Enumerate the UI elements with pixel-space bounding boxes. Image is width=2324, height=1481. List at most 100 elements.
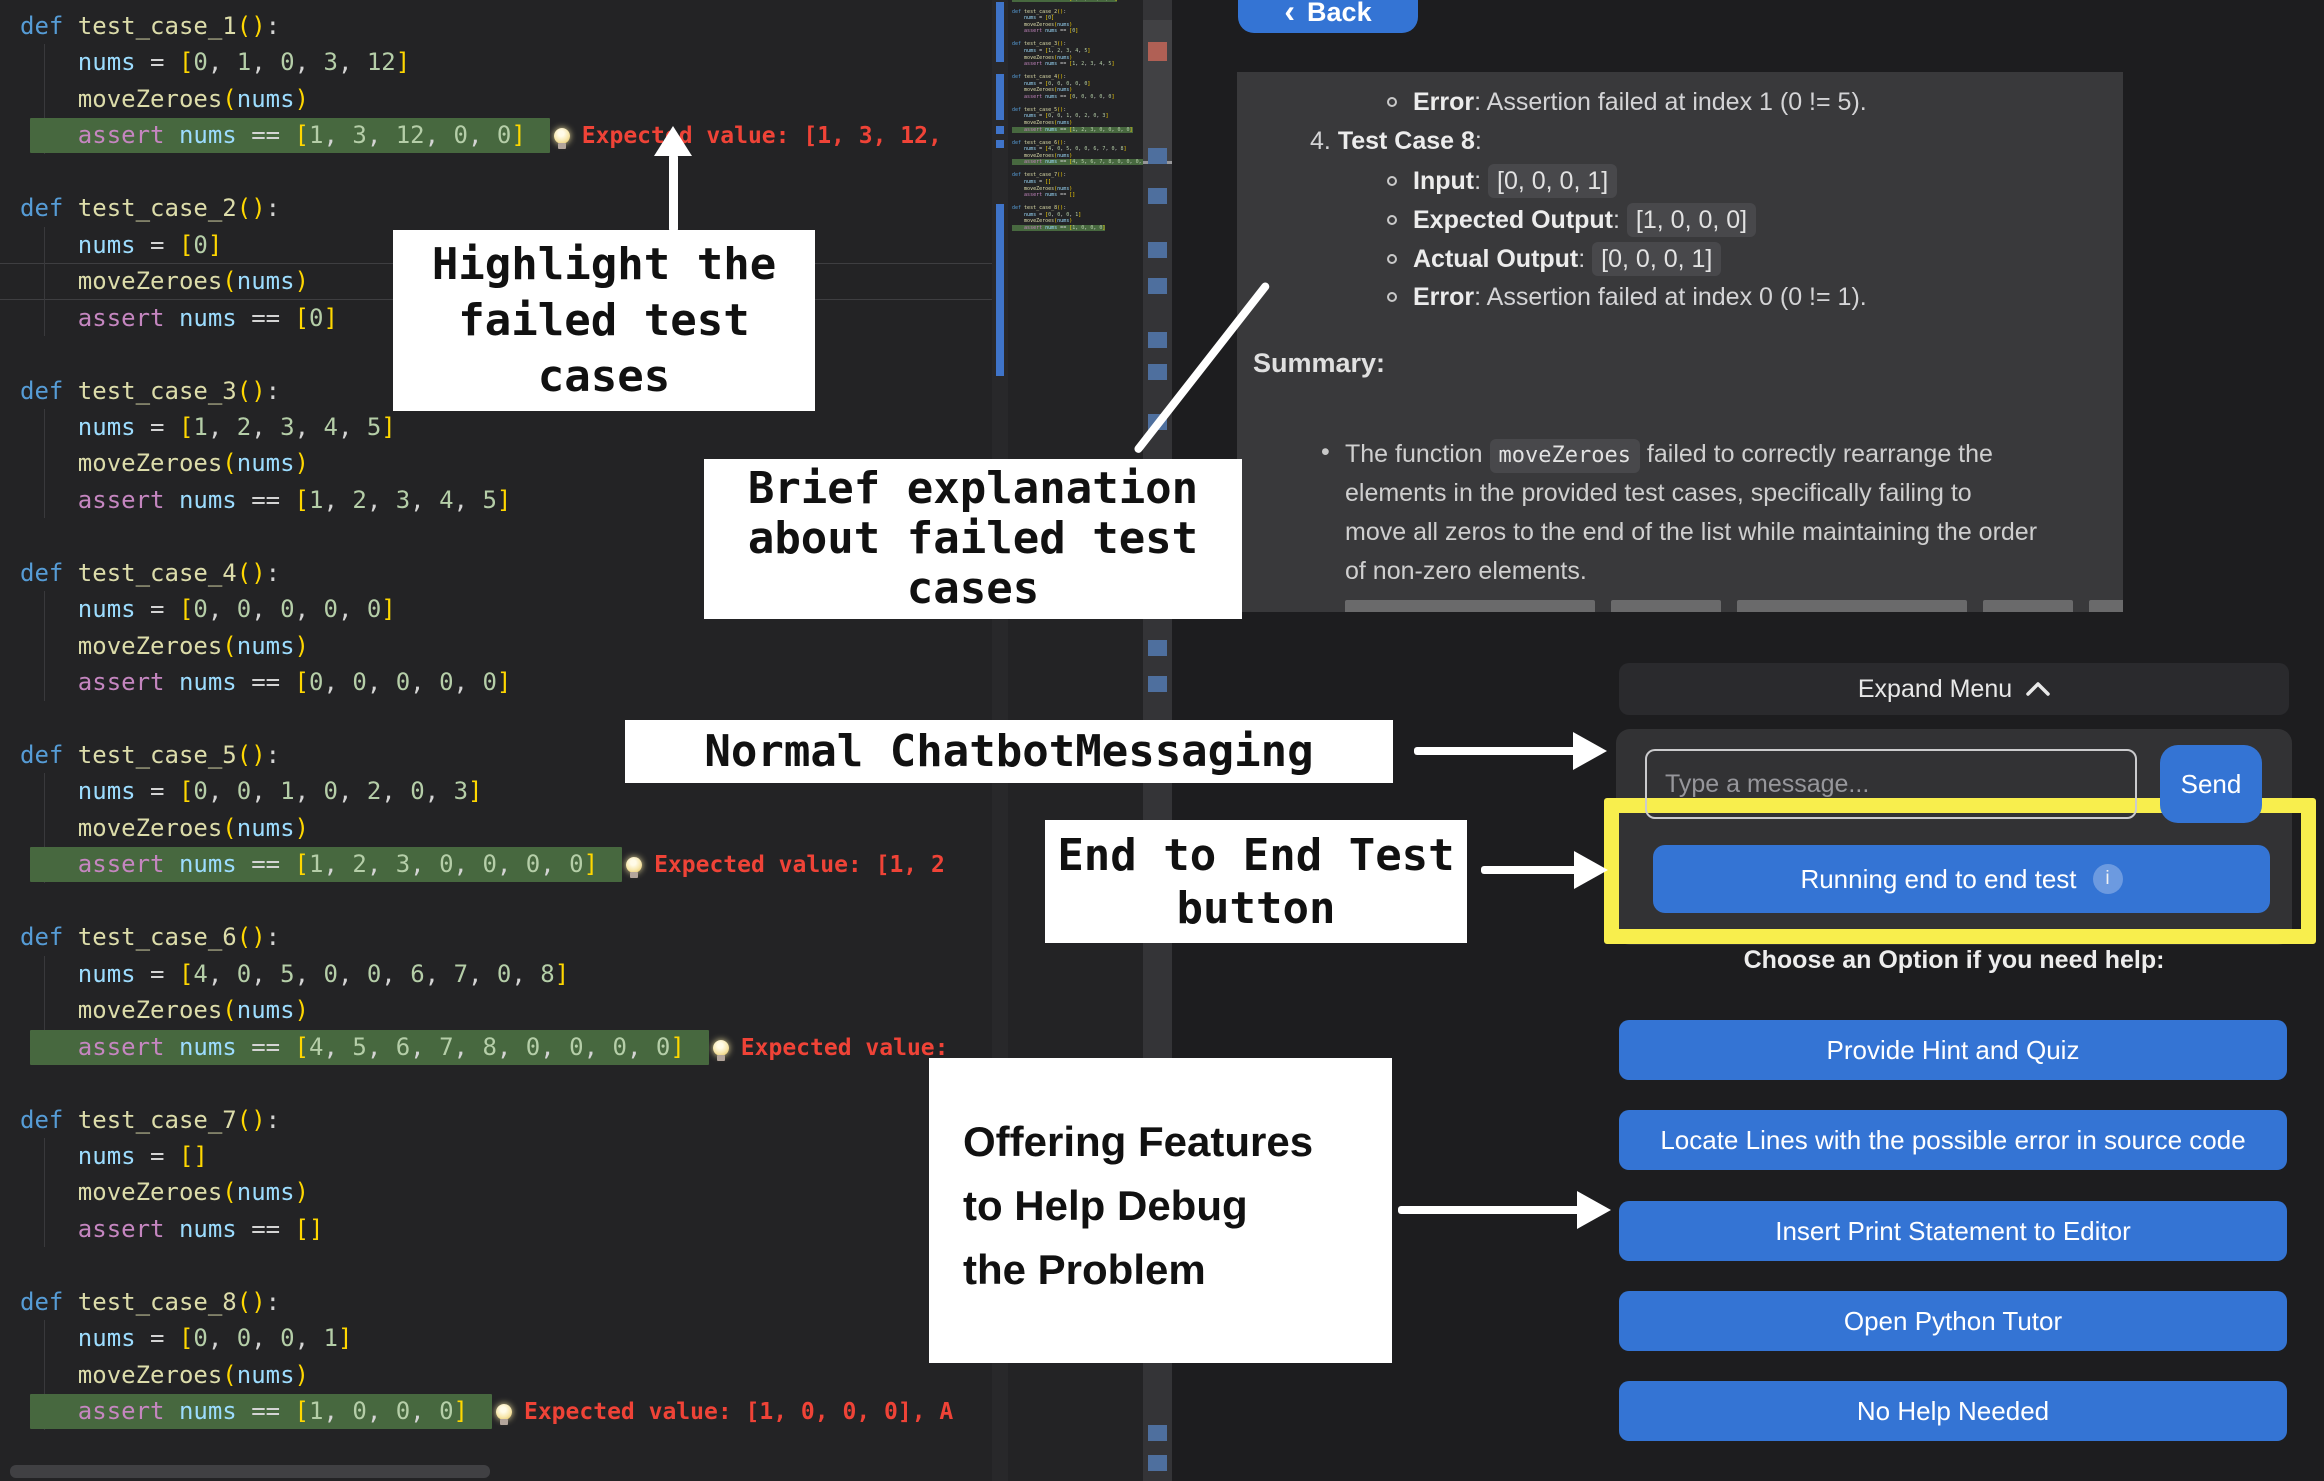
scrollbar-change-marker bbox=[1148, 278, 1167, 294]
code-line: moveZeroes(nums) bbox=[77, 449, 309, 478]
chat-message-input[interactable] bbox=[1645, 749, 2137, 819]
change-marker bbox=[996, 126, 1004, 134]
code-line: moveZeroes(nums) bbox=[77, 1360, 309, 1389]
help-option-button[interactable]: Open Python Tutor bbox=[1619, 1291, 2287, 1351]
code-line: nums = [0, 0, 0, 1] bbox=[77, 1324, 353, 1353]
back-button[interactable]: ‹ Back bbox=[1238, 0, 1418, 33]
code-line: moveZeroes(nums) bbox=[77, 1178, 309, 1207]
failed-test-hint: Expected value: [1, 2 bbox=[626, 847, 945, 884]
code-line: nums = [0, 1, 0, 3, 12] bbox=[77, 48, 411, 77]
scrollbar-change-marker bbox=[1148, 1425, 1167, 1441]
change-marker bbox=[996, 140, 1004, 148]
arrow-right-shaft-chat bbox=[1414, 747, 1576, 755]
hollow-bullet-icon bbox=[1387, 254, 1397, 264]
arrow-right-head-help bbox=[1577, 1191, 1611, 1229]
scrollbar-change-marker bbox=[1148, 188, 1167, 204]
send-button[interactable]: Send bbox=[2160, 745, 2262, 823]
expand-menu-label: Expand Menu bbox=[1857, 674, 2013, 703]
indent-guide bbox=[44, 955, 45, 1066]
code-line: assert nums == [1, 2, 3, 4, 5] bbox=[77, 485, 512, 514]
code-line: def test_case_1(): bbox=[20, 12, 281, 40]
failed-test-hint: Expected value: [1, 3, 12, bbox=[553, 118, 942, 155]
code-line bbox=[0, 1065, 992, 1102]
end-to-end-test-button[interactable]: Running end to end test i bbox=[1653, 845, 2270, 913]
scrollbar-change-marker bbox=[1148, 676, 1167, 692]
lightbulb-icon bbox=[712, 1039, 729, 1061]
code-line: assert nums == [1, 3, 12, 0, 0]Expected … bbox=[0, 117, 992, 154]
annotation-normal-chatbot-messaging: Normal ChatbotMessaging bbox=[625, 720, 1393, 783]
indent-guide bbox=[44, 1137, 45, 1248]
end-to-end-test-label: Running end to end test bbox=[1800, 863, 2077, 894]
help-option-button[interactable]: Provide Hint and Quiz bbox=[1619, 1020, 2287, 1080]
indent-guide bbox=[44, 408, 45, 519]
code-line: nums = [0, 0, 1, 0, 2, 0, 3] bbox=[77, 777, 483, 806]
help-option-button[interactable]: No Help Needed bbox=[1619, 1381, 2287, 1441]
code-line bbox=[0, 1247, 992, 1284]
code-line: nums = [0] bbox=[77, 230, 223, 259]
error-marker bbox=[1148, 42, 1167, 61]
failed-test-hint: Expected value: [1, 0, 0, 0], A bbox=[495, 1394, 953, 1431]
code-line: nums = [4, 0, 5, 0, 0, 6, 7, 0, 8] bbox=[77, 959, 570, 988]
test-result-error-line: Error: Assertion failed at index 1 (0 !=… bbox=[1387, 86, 1867, 118]
code-line: moveZeroes(nums) bbox=[77, 84, 309, 113]
change-marker bbox=[996, 2, 1004, 62]
clipped-text-row bbox=[1345, 600, 2123, 612]
code-line: assert nums == [1, 2, 3, 0, 0, 0, 0]Expe… bbox=[0, 846, 992, 883]
test-case-field: Actual Output: [0, 0, 0, 1] bbox=[1387, 242, 1722, 276]
test-case-field: Input: [0, 0, 0, 1] bbox=[1387, 164, 1618, 198]
summary-title: Summary: bbox=[1253, 348, 1386, 378]
arrow-up-head bbox=[654, 126, 692, 156]
scrollbar-change-marker bbox=[1148, 242, 1167, 258]
arrow-up-shaft bbox=[669, 154, 678, 232]
scrollbar-change-marker bbox=[1148, 364, 1167, 380]
test-case-field: Expected Output: [1, 0, 0, 0] bbox=[1387, 203, 1757, 237]
code-line: assert nums == [4, 5, 6, 7, 8, 0, 0, 0, … bbox=[0, 1029, 992, 1066]
chevron-up-icon bbox=[2026, 682, 2050, 696]
code-line: moveZeroes(nums) bbox=[77, 631, 309, 660]
hollow-bullet-icon bbox=[1387, 215, 1397, 225]
code-line: moveZeroes(nums) bbox=[77, 813, 309, 842]
code-line: def test_case_5(): bbox=[20, 741, 281, 769]
arrow-right-head-chat bbox=[1573, 732, 1607, 770]
test-case-heading: 4. Test Case 8: bbox=[1310, 127, 1482, 155]
expand-menu-button[interactable]: Expand Menu bbox=[1619, 663, 2289, 715]
summary-line: elements in the provided test cases, spe… bbox=[1345, 479, 1972, 507]
scrollbar-change-marker bbox=[1148, 148, 1167, 164]
code-line: def test_case_7(): bbox=[20, 1105, 281, 1134]
code-line: assert nums == [0] bbox=[77, 303, 338, 332]
code-line bbox=[0, 154, 992, 191]
lightbulb-icon bbox=[495, 1404, 512, 1426]
summary-line: The function moveZeroes failed to correc… bbox=[1345, 438, 1993, 473]
bullet-icon: • bbox=[1321, 438, 1330, 466]
code-line: def test_case_8(): bbox=[20, 1287, 281, 1316]
test-results-panel: Error: Assertion failed at index 1 (0 !=… bbox=[1237, 72, 2123, 612]
hollow-bullet-icon bbox=[1387, 176, 1397, 186]
code-line: def test_case_3(): bbox=[20, 376, 281, 405]
summary-line: of non-zero elements. bbox=[1345, 557, 1587, 585]
test-case-field: Error: Assertion failed at index 0 (0 !=… bbox=[1387, 281, 1867, 313]
hollow-bullet-icon bbox=[1387, 292, 1397, 302]
info-icon[interactable]: i bbox=[2092, 864, 2123, 894]
indent-guide bbox=[44, 591, 45, 701]
indent-guide bbox=[44, 44, 45, 154]
back-button-label: Back bbox=[1307, 0, 1372, 27]
horizontal-scrollbar[interactable] bbox=[10, 1465, 490, 1478]
code-line bbox=[0, 883, 992, 920]
code-line: def test_case_6(): bbox=[20, 923, 281, 952]
help-option-button[interactable]: Insert Print Statement to Editor bbox=[1619, 1201, 2287, 1261]
scrollbar-change-marker bbox=[1148, 640, 1167, 656]
help-option-button[interactable]: Locate Lines with the possible error in … bbox=[1619, 1110, 2287, 1170]
code-line bbox=[0, 1430, 992, 1467]
arrow-right-shaft-help bbox=[1398, 1206, 1580, 1214]
code-line: nums = [1, 2, 3, 4, 5] bbox=[77, 412, 396, 441]
code-line: nums = [] bbox=[77, 1141, 208, 1170]
choose-option-label: Choose an Option if you need help: bbox=[1743, 946, 2165, 974]
arrow-right-head-e2e bbox=[1574, 851, 1608, 889]
failed-test-hint: Expected value: bbox=[712, 1030, 949, 1067]
lightbulb-icon bbox=[626, 857, 643, 879]
code-line: assert nums == [0, 0, 0, 0, 0] bbox=[77, 668, 512, 697]
code-line: def test_case_2(): bbox=[20, 194, 281, 223]
